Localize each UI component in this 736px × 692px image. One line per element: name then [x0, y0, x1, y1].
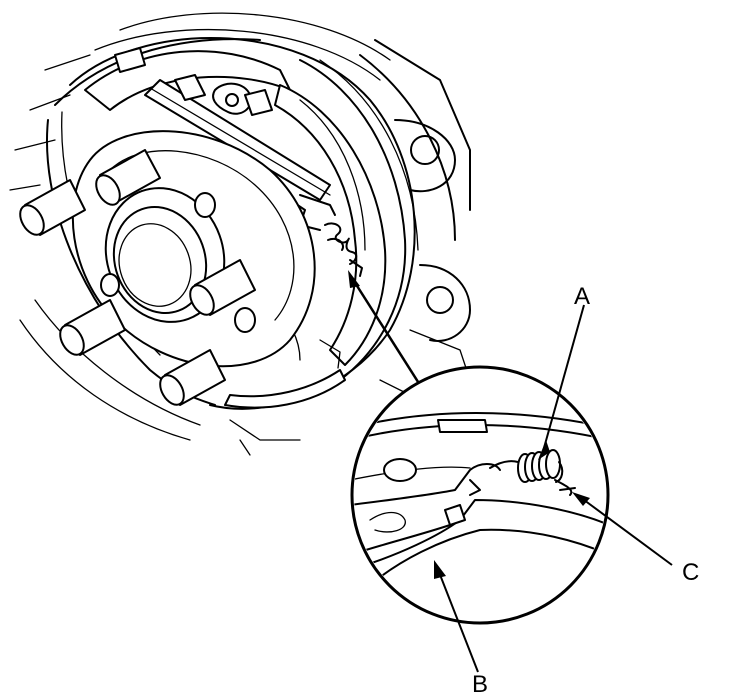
- backing-plate: [9, 12, 471, 456]
- magnified-spring: [489, 449, 564, 483]
- callout-label-c: C: [682, 559, 699, 586]
- zoom-pointer: [348, 270, 422, 386]
- callout-labels: A C B: [472, 283, 699, 692]
- callout-label-a: A: [574, 283, 590, 310]
- small-return-spring: [324, 222, 363, 277]
- wheel-studs: [19, 149, 256, 406]
- callout-leaders: [434, 304, 673, 673]
- callout-label-b: B: [472, 671, 488, 692]
- detail-magnifier: [350, 365, 610, 625]
